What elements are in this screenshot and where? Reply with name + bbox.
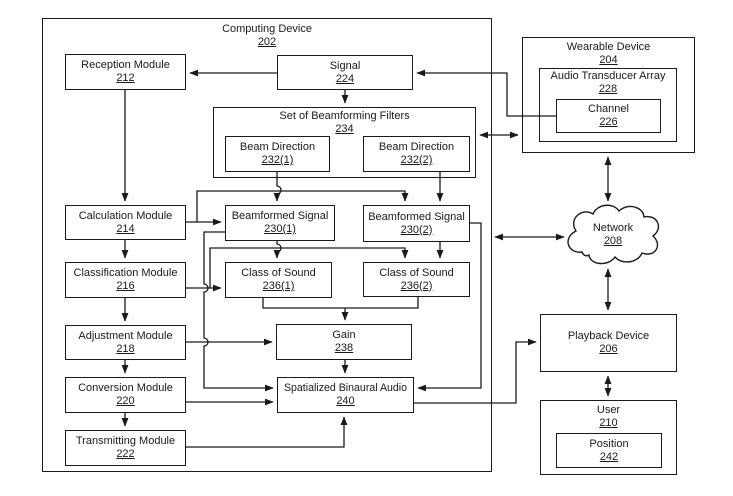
ref: 238 xyxy=(334,342,354,354)
label: Beam Direction xyxy=(239,141,316,153)
ref: 240 xyxy=(336,395,355,407)
arrow-sba-to-playback xyxy=(414,338,537,404)
ref: 214 xyxy=(116,222,135,235)
box-computing-device: Computing Device 202 xyxy=(42,18,492,472)
box-beamformed-signal-2: Beamformed Signal 230(2) xyxy=(363,205,470,242)
arrow-calc-to-bsig2 xyxy=(196,190,409,222)
ref: 232(1) xyxy=(261,154,294,166)
box-adjustment-module: Adjustment Module 218 xyxy=(65,325,186,360)
line-class-bus xyxy=(262,297,419,309)
box-beam-direction-1: Beam Direction 232(1) xyxy=(225,136,330,172)
label: Conversion Module xyxy=(78,382,173,394)
box-beamformed-signal-1: Beamformed Signal 230(1) xyxy=(225,205,335,241)
ref: 226 xyxy=(599,116,618,128)
box-beam-direction-2: Beam Direction 232(2) xyxy=(363,136,470,172)
user-label: User 210 xyxy=(541,404,676,430)
arrow-transmit-to-sba xyxy=(186,416,348,448)
ref: 232(2) xyxy=(400,154,433,166)
label: Channel xyxy=(588,103,629,115)
label: Wearable Device xyxy=(566,41,651,53)
box-reception-module: Reception Module 212 xyxy=(65,54,186,90)
arrow-bsig1-to-cos1 xyxy=(273,241,282,259)
box-playback-device: Playback Device 206 xyxy=(540,314,677,372)
label: Gain xyxy=(332,329,356,341)
ref: 236(1) xyxy=(262,280,295,292)
arrow-channel-to-signal xyxy=(416,69,556,117)
ref: 218 xyxy=(116,342,135,355)
ref: 220 xyxy=(116,395,135,407)
label: Class of Sound xyxy=(379,266,454,279)
network-label: Network 208 xyxy=(572,222,654,248)
ref: 216 xyxy=(116,280,135,292)
label: Signal xyxy=(329,59,361,72)
label: Spatialized Binaural Audio xyxy=(283,382,408,394)
box-gain: Gain 238 xyxy=(276,324,412,360)
label: Class of Sound xyxy=(241,267,316,279)
label: Network xyxy=(592,222,634,234)
box-user: User 210 xyxy=(540,400,677,475)
audio-transducer-array-label: Audio Transducer Array 228 xyxy=(540,70,676,96)
label: Beamformed Signal xyxy=(231,210,329,222)
box-classification-module: Classification Module 216 xyxy=(65,262,186,298)
network-cloud xyxy=(567,204,660,265)
box-wearable-device: Wearable Device 204 xyxy=(522,37,695,153)
label: Calculation Module xyxy=(78,209,173,222)
label: Classification Module xyxy=(73,267,178,279)
ref: 242 xyxy=(599,450,619,463)
label: Adjustment Module xyxy=(78,329,173,342)
label: Set of Beamforming Filters xyxy=(279,110,410,122)
ref: 204 xyxy=(599,54,618,66)
ref: 222 xyxy=(116,448,135,460)
box-transmitting-module: Transmitting Module 222 xyxy=(65,430,186,466)
label: Position xyxy=(589,437,629,450)
wearable-device-label: Wearable Device 204 xyxy=(523,41,694,67)
beamforming-filters-label: Set of Beamforming Filters 234 xyxy=(214,110,475,136)
label: Computing Device xyxy=(222,23,312,35)
box-calculation-module: Calculation Module 214 xyxy=(65,205,186,240)
label: Reception Module xyxy=(81,59,170,71)
ref: 206 xyxy=(599,343,618,355)
ref: 230(2) xyxy=(400,223,433,236)
ref: 234 xyxy=(335,123,354,135)
box-spatialized-binaural-audio: Spatialized Binaural Audio 240 xyxy=(277,377,414,413)
ref: 208 xyxy=(603,235,623,247)
ref: 212 xyxy=(116,72,135,84)
label: User xyxy=(596,404,621,416)
arrow-beamdir1-to-bsig1 xyxy=(273,172,282,202)
box-class-of-sound-2: Class of Sound 236(2) xyxy=(363,262,470,297)
label: Beam Direction xyxy=(378,141,455,153)
ref: 224 xyxy=(335,72,355,85)
ref: 202 xyxy=(257,36,277,48)
arrow-bsig2-to-sba xyxy=(417,222,482,392)
box-audio-transducer-array: Audio Transducer Array 228 xyxy=(539,68,677,142)
box-channel: Channel 226 xyxy=(556,99,661,133)
box-conversion-module: Conversion Module 220 xyxy=(65,377,186,413)
box-position: Position 242 xyxy=(556,433,662,468)
box-class-of-sound-1: Class of Sound 236(1) xyxy=(225,262,332,298)
computing-device-label: Computing Device 202 xyxy=(43,23,491,49)
label: Beamformed Signal xyxy=(368,210,465,223)
arrow-classif-to-cos2 xyxy=(209,247,409,288)
label: Transmitting Module xyxy=(75,435,176,447)
ref: 228 xyxy=(598,83,618,95)
box-beamforming-filters: Set of Beamforming Filters 234 xyxy=(213,107,476,178)
label: Playback Device xyxy=(567,330,650,342)
arrow-bsig1-to-sba xyxy=(203,231,274,392)
ref: 210 xyxy=(599,417,618,429)
ref: 230(1) xyxy=(264,223,296,235)
box-signal: Signal 224 xyxy=(277,55,413,90)
label: Audio Transducer Array xyxy=(550,70,666,82)
ref: 236(2) xyxy=(400,279,433,292)
